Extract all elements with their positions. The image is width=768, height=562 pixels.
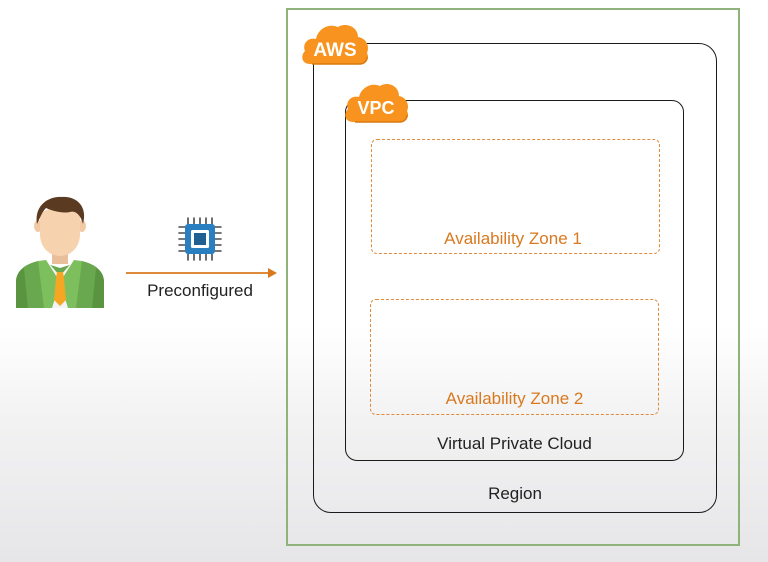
connection-arrow [126, 268, 277, 278]
aws-cloud-label: AWS [313, 40, 356, 61]
availability-zone-1-label: Availability Zone 1 [444, 229, 582, 248]
region-box [313, 43, 717, 513]
cpu-chip-icon [178, 217, 222, 261]
vpc-box [345, 100, 684, 461]
vpc-cloud-label: VPC [357, 98, 394, 118]
availability-zone-2-label: Availability Zone 2 [445, 389, 584, 408]
region-label: Region [488, 484, 542, 503]
availability-zone-1-box [371, 139, 660, 254]
aws-cloud-icon: AWS [302, 25, 369, 65]
preconfigured-label: Preconfigured [147, 281, 253, 300]
vpc-cloud-icon: VPC [345, 84, 409, 123]
availability-zone-2-box [370, 299, 659, 415]
vpc-label: Virtual Private Cloud [437, 434, 592, 453]
business-person-icon [16, 196, 104, 308]
diagram-frame [286, 8, 740, 546]
